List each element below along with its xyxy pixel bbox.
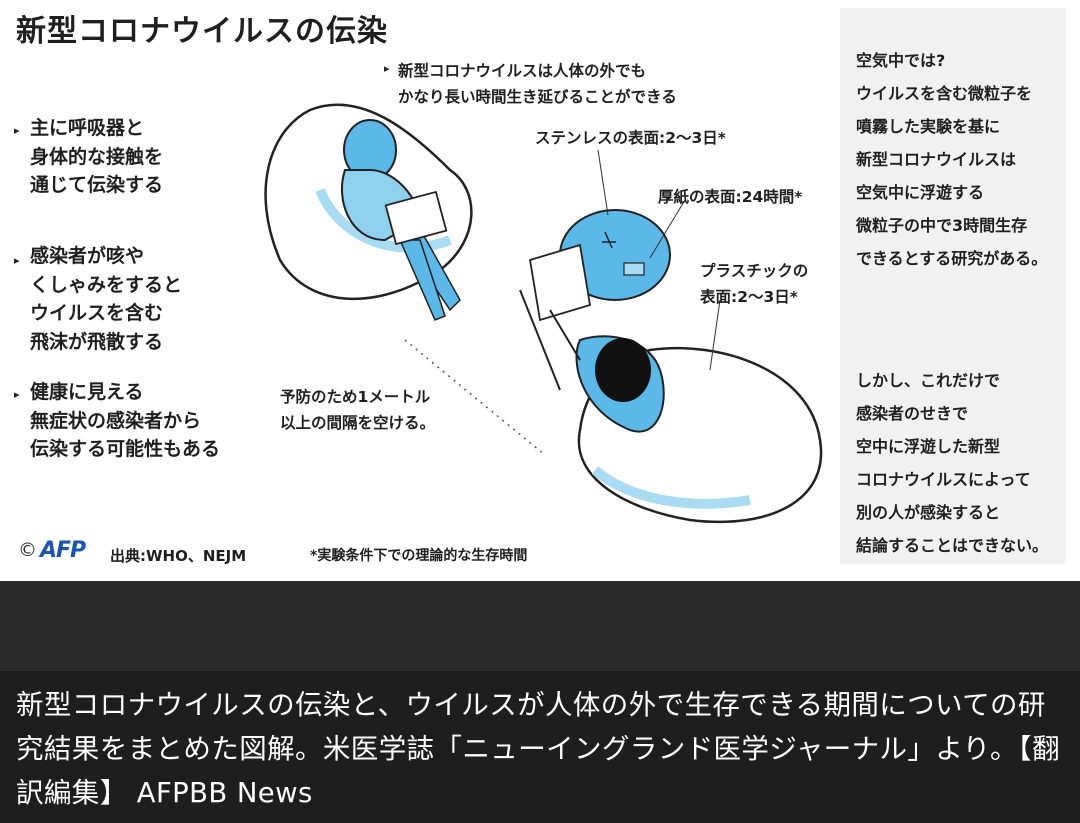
- cardboard-label: 厚紙の表面:24時間*: [658, 188, 803, 206]
- however-panel-text: しかし、これだけで 感染者のせきで 空中に浮遊した新型 コロナウイルスによって …: [856, 371, 1049, 555]
- bullet-marker: ▸: [14, 388, 20, 401]
- image-caption: 新型コロナウイルスの伝染と、ウイルスが人体の外で生存できる期間についての研究結果…: [16, 689, 1060, 809]
- stainless-label: ステンレスの表面:2〜3日*: [535, 129, 726, 147]
- caption-box: 新型コロナウイルスの伝染と、ウイルスが人体の外で生存できる期間についての研究結果…: [0, 671, 1080, 823]
- source-credit: 出典:WHO、NEJM: [110, 547, 247, 565]
- bullet-marker: ▸: [384, 62, 390, 75]
- left-point-1: 主に呼吸器と 身体的な接触を 通じて伝染する: [30, 117, 164, 196]
- left-point-2: 感染者が咳や くしゃみをすると ウイルスを含む 飛沫が飛散する: [30, 245, 183, 353]
- infographic-title: 新型コロナウイルスの伝染: [16, 14, 388, 49]
- air-panel-text: 空気中では? ウイルスを含む微粒子を 噴霧した実験を基に 新型コロナウイルスは …: [856, 51, 1048, 268]
- bullet-marker: ▸: [14, 254, 20, 267]
- distance-note: 予防のため1メートル 以上の間隔を空ける。: [280, 388, 436, 432]
- plastic-label: プラスチックの 表面:2〜3日*: [700, 262, 809, 306]
- top-note: 新型コロナウイルスは人体の外でも かなり長い時間生き延びることができる: [398, 62, 677, 106]
- left-point-3: 健康に見える 無症状の感染者から 伝染する可能性もある: [30, 381, 221, 460]
- footnote: *実験条件下での理論的な生存時間: [310, 548, 528, 564]
- infographic: 新型コロナウイルスの伝染 ▸ 主に呼吸器と 身体的な接触を 通じて伝染する ▸ …: [0, 0, 1080, 581]
- illustration: [264, 103, 823, 524]
- copyright-mark: ©: [18, 539, 37, 561]
- bullet-marker: ▸: [14, 124, 20, 137]
- afp-logo: AFP: [40, 538, 86, 563]
- image-bottom-bar: [0, 581, 1080, 671]
- side-panel: 空気中では? ウイルスを含む微粒子を 噴霧した実験を基に 新型コロナウイルスは …: [840, 8, 1066, 564]
